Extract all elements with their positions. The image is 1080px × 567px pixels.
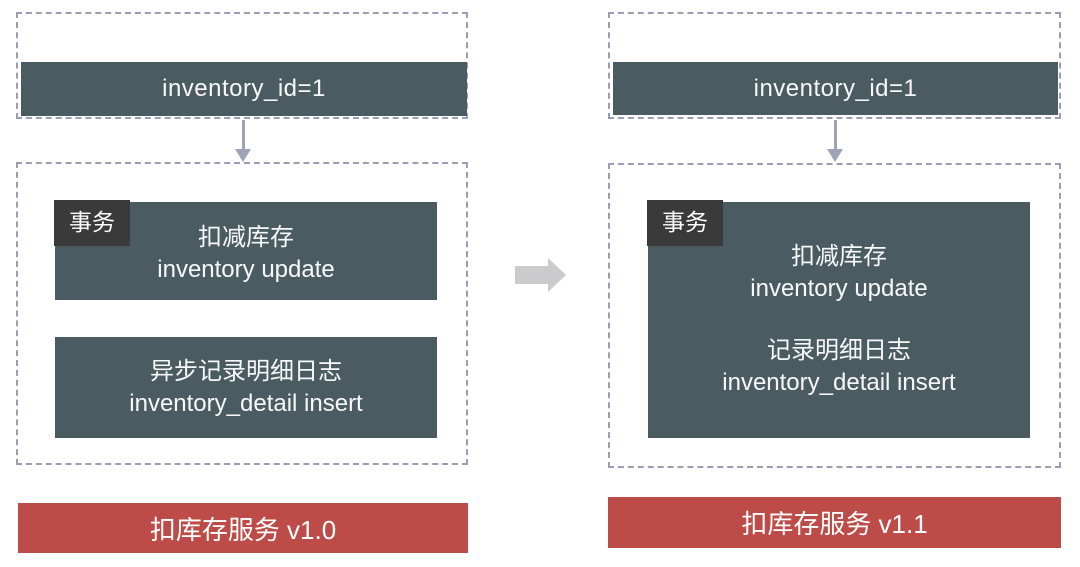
- arrow-head: [827, 149, 843, 162]
- arrow-bar: [515, 266, 548, 284]
- left-inventory-id-text: inventory_id=1: [162, 75, 326, 102]
- left-down-arrow-icon: [235, 120, 252, 162]
- left-request-container: [16, 12, 468, 119]
- arrow-head: [235, 149, 251, 162]
- left-update-subtitle: inventory update: [157, 256, 335, 283]
- right-log-title: 记录明细日志: [767, 337, 911, 364]
- left-log-title: 异步记录明细日志: [150, 357, 342, 385]
- left-update-box: 事务 扣减库存 inventory update: [54, 200, 437, 300]
- right-log-subtitle: inventory_detail insert: [722, 369, 956, 396]
- left-log-subtitle: inventory_detail insert: [129, 389, 363, 417]
- arrow-stem: [834, 120, 837, 150]
- arrow-stem: [242, 120, 245, 150]
- left-transaction-badge: 事务: [54, 200, 130, 246]
- right-update-subtitle: inventory update: [750, 275, 928, 302]
- arrow-head: [548, 258, 566, 292]
- transform-right-arrow-icon: [515, 258, 566, 292]
- right-request-container: [608, 12, 1061, 119]
- right-combined-box: 事务 扣减库存 inventory update 记录明细日志 inventor…: [647, 200, 1030, 438]
- right-inventory-id-text: inventory_id=1: [753, 74, 918, 102]
- right-update-title: 扣减库存: [791, 243, 887, 270]
- left-service-label: 扣库存服务 v1.0: [18, 503, 468, 553]
- left-update-title: 扣减库存: [198, 224, 294, 251]
- right-service-container: [608, 163, 1061, 468]
- left-service-container: [16, 162, 468, 465]
- right-down-arrow-icon: [827, 120, 844, 162]
- right-transaction-badge: 事务: [647, 200, 723, 246]
- right-service-label: 扣库存服务 v1.1: [608, 497, 1061, 548]
- left-inventory-id-box: inventory_id=1: [21, 62, 467, 116]
- right-inventory-id-box: inventory_id=1: [613, 62, 1058, 115]
- left-log-box: 异步记录明细日志 inventory_detail insert: [55, 337, 437, 438]
